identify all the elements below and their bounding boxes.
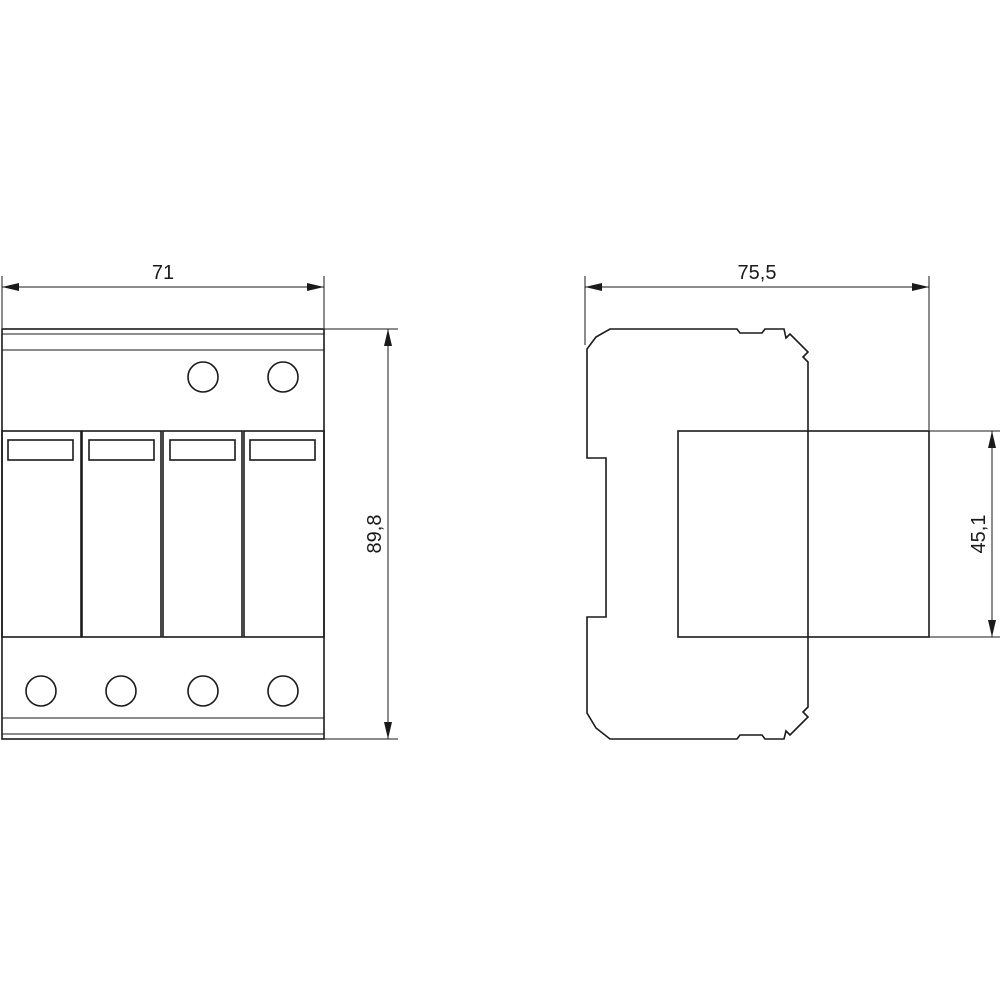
module-4 (243, 430, 325, 638)
side-height-label: 45,1 (968, 515, 990, 554)
top-terminal-screw-2 (267, 361, 299, 393)
front-height-dimension: 89,8 (324, 328, 398, 740)
bottom-terminal-screw-1 (25, 675, 57, 707)
side-depth-dimension: 75,5 (584, 262, 930, 430)
top-terminal-screw-1 (187, 361, 219, 393)
bottom-terminal-screw-2 (105, 675, 137, 707)
front-view: 71 89,8 (1, 262, 398, 740)
front-height-label: 89,8 (364, 515, 386, 554)
module-1 (1, 430, 82, 638)
side-depth-label: 75,5 (738, 262, 777, 284)
side-module-body (677, 430, 930, 638)
module-2 (81, 430, 162, 638)
side-housing-profile (586, 328, 810, 740)
bottom-terminal-screw-3 (187, 675, 219, 707)
module-3 (162, 430, 243, 638)
front-width-label: 71 (152, 262, 174, 284)
side-view: 75,5 45,1 (584, 262, 1000, 740)
side-height-dimension: 45,1 (929, 430, 1000, 638)
front-width-dimension: 71 (1, 262, 325, 328)
bottom-terminal-screw-4 (267, 675, 299, 707)
